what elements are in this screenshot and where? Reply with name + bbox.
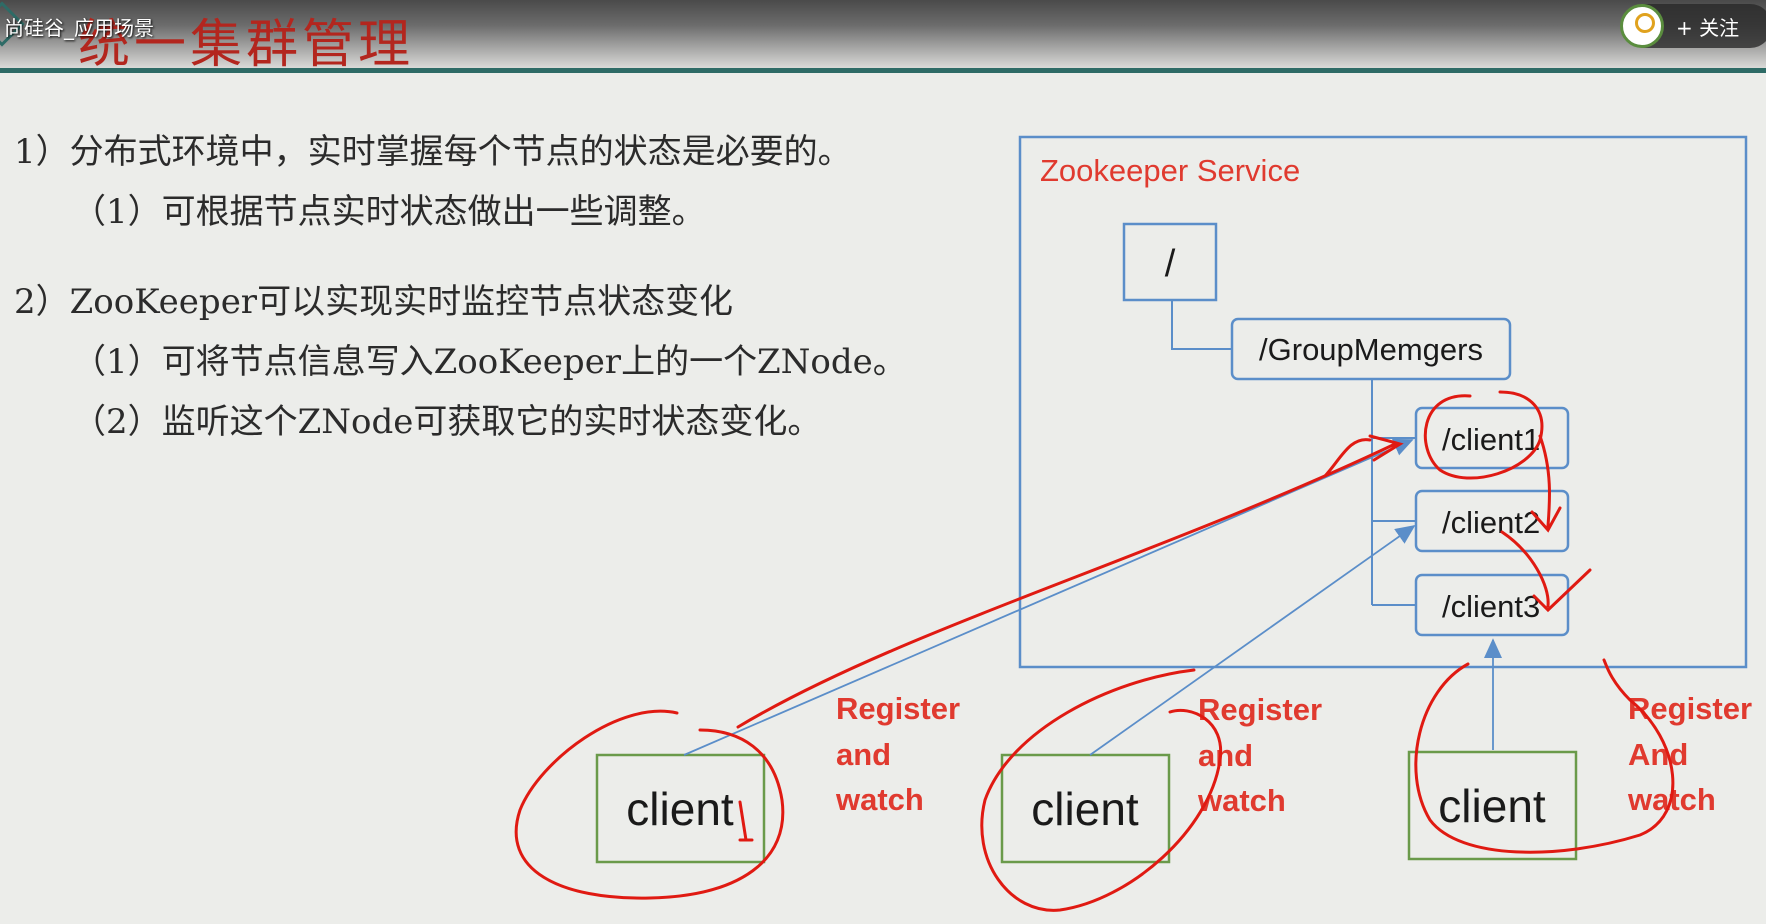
register-label-3: Register And watch xyxy=(1627,691,1761,817)
zookeeper-service-box xyxy=(1018,135,1748,669)
client-box-1 xyxy=(595,753,766,864)
annotation-circle-client-3 xyxy=(1414,658,1675,854)
point-2: 2）ZooKeeper可以实现实时监控节点状态变化 xyxy=(14,282,734,322)
point-2-sub-2: （2）监听这个ZNode可获取它的实时状态变化。 xyxy=(72,402,822,442)
register-arrow-1 xyxy=(683,438,1414,756)
client-box-3 xyxy=(1407,750,1578,861)
group-znode-label: /GroupMemgers xyxy=(1259,332,1483,367)
client2-znode xyxy=(1414,489,1570,553)
client3-znode xyxy=(1414,573,1570,637)
red-annotations xyxy=(514,390,1675,912)
follow-button[interactable]: + 关注 xyxy=(1620,4,1766,48)
annotation-cursor-mark xyxy=(738,800,754,842)
root-znode-label: / xyxy=(1165,243,1176,285)
annotation-circle-client-2 xyxy=(980,668,1223,912)
root-znode xyxy=(1122,222,1218,302)
slide-title: 统一集群管理 xyxy=(78,15,415,75)
client-box-2-label: client xyxy=(1031,783,1139,835)
client2-znode-label: /client2 xyxy=(1442,505,1540,540)
root-to-group-connector xyxy=(1171,300,1232,350)
point-1-sub-1: （1）可根据节点实时状态做出一些调整。 xyxy=(72,192,706,232)
brand-logo-icon[interactable] xyxy=(1620,4,1664,48)
video-title: 尚硅谷_应用场景 xyxy=(4,16,154,40)
annotation-arrow-to-client3 xyxy=(1500,530,1592,613)
register-arrow-2 xyxy=(1089,524,1416,756)
client3-znode-label: /client3 xyxy=(1442,589,1540,624)
register-label-1: Register and watch xyxy=(835,691,969,817)
follow-label[interactable]: + 关注 xyxy=(1676,15,1740,40)
group-to-children-connector xyxy=(1371,379,1416,606)
annotation-arrow-to-client2 xyxy=(1530,434,1562,533)
header-rule xyxy=(0,68,1766,73)
client-box-2 xyxy=(1000,753,1171,864)
annotation-tail-mark xyxy=(1323,438,1372,478)
point-1: 1）分布式环境中，实时掌握每个节点的状态是必要的。 xyxy=(14,132,852,172)
annotation-circle-client-1 xyxy=(514,709,785,900)
video-top-bar xyxy=(0,0,1766,72)
annotation-circle-client1-node xyxy=(1423,390,1544,480)
service-title: Zookeeper Service xyxy=(1040,153,1300,188)
register-label-2: Register and watch xyxy=(1197,692,1331,818)
client-box-3-label: client xyxy=(1438,780,1546,832)
point-2-sub-1: （1）可将节点信息写入ZooKeeper上的一个ZNode。 xyxy=(72,342,907,382)
annotation-stroke-client-1 xyxy=(736,434,1404,729)
client1-znode xyxy=(1414,406,1570,470)
client-box-1-label: client xyxy=(626,783,734,835)
client1-znode-label: /client1 xyxy=(1442,422,1540,457)
